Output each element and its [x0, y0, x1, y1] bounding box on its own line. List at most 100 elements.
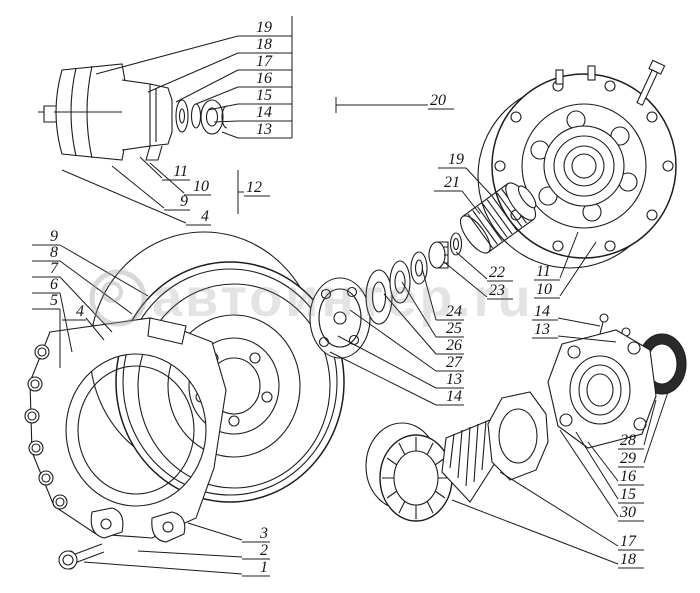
bearing-shell	[462, 183, 534, 253]
inner-sleeve	[517, 185, 537, 209]
callout-underlines	[532, 319, 558, 339]
stud-nut-bore	[30, 379, 40, 389]
hub-bore-ring	[563, 145, 605, 187]
callout-label: 4	[201, 208, 209, 225]
callout-label: 11	[173, 163, 188, 180]
callout-label: 13	[446, 371, 462, 388]
gasket	[487, 391, 549, 481]
washer-bore	[178, 108, 186, 124]
hub-flange-assembly	[547, 313, 687, 449]
watermark-logo-dot	[101, 281, 123, 303]
spacer-ring	[190, 103, 202, 129]
leader-line-group	[329, 267, 437, 406]
small-bearing-bore	[205, 107, 219, 127]
callout-label: 3	[259, 525, 268, 542]
stud-nut	[24, 408, 40, 424]
callout-label: 9	[50, 228, 58, 245]
hub-bore	[571, 153, 597, 179]
stud-nut	[38, 470, 54, 486]
watermark-logo	[89, 269, 147, 327]
callout-label: 14	[534, 303, 550, 320]
callout-label: 21	[444, 174, 460, 191]
bracket-opening-rim	[77, 365, 195, 495]
stud-nut-bore	[37, 347, 47, 357]
callout-label: 10	[193, 178, 209, 195]
lug-hole	[162, 521, 174, 533]
washer	[175, 99, 189, 133]
drum-face-ring	[167, 314, 301, 458]
callout-label: 4	[76, 303, 84, 320]
callout-underlines-mid	[436, 319, 464, 406]
bolt-hole	[662, 160, 674, 172]
bolt-hole	[494, 160, 506, 172]
callout-label: 15	[620, 486, 636, 503]
bolt-shaft	[636, 69, 659, 106]
callout-label: 8	[50, 244, 58, 261]
leader-line-group	[59, 244, 149, 368]
roller-bearing-inner	[393, 450, 439, 506]
bolt-hole	[646, 111, 658, 123]
thrust-washer-bore	[371, 281, 387, 313]
chamber-neck	[121, 79, 154, 151]
wheel-hub	[477, 59, 677, 269]
leader-line-group	[557, 317, 617, 343]
callout-underlines-left	[32, 244, 86, 321]
leader-line-group	[83, 522, 243, 575]
callout-label: 25	[446, 320, 462, 337]
bracket-fork	[145, 145, 163, 161]
callout-label: 14	[256, 104, 272, 121]
watermark-text: автоинтер.ru	[152, 268, 534, 328]
thrust-washer	[365, 269, 393, 325]
hub-stud	[555, 69, 564, 85]
callout-label: 30	[619, 504, 636, 521]
callout-label: 26	[446, 337, 462, 354]
hub-stud	[587, 65, 596, 81]
callout-label: 13	[534, 321, 550, 338]
callout-label: 9	[180, 193, 188, 210]
callout-label: 16	[620, 468, 636, 485]
retainer-ring-bore	[452, 237, 460, 251]
stud-nut-bore	[55, 497, 65, 507]
bolt-hole	[627, 341, 641, 355]
callout-underlines	[534, 279, 560, 299]
needle-bearing	[459, 182, 537, 254]
bolt-hole	[604, 240, 616, 252]
bolt-hole	[320, 288, 332, 300]
stud-nut	[34, 344, 50, 360]
gasket-bore	[498, 408, 538, 464]
hex-nut	[58, 550, 78, 570]
callout-underlines-right	[618, 448, 644, 522]
callout-underlines	[487, 280, 513, 300]
watermark: автоинтер.ru	[89, 268, 534, 328]
leader-line-group	[451, 471, 619, 565]
callout-label: 19	[448, 151, 464, 168]
hub-boss-ring	[553, 135, 615, 197]
anchor-bracket	[24, 317, 227, 570]
bolt-head	[599, 313, 609, 323]
callout-underlines-bottom	[242, 541, 270, 577]
stud-nut	[52, 494, 68, 510]
callout-underlines	[434, 167, 466, 192]
bolt-hole	[261, 391, 273, 403]
leader-lines	[32, 16, 669, 577]
spring-lug	[90, 507, 124, 539]
callout-label: 27	[446, 354, 463, 371]
bolt-hole	[552, 240, 564, 252]
leader-line-group	[559, 231, 597, 297]
flange-collar-ring	[578, 364, 622, 416]
bolt-hole	[318, 336, 330, 348]
callout-label: 19	[256, 19, 272, 36]
lock-washer	[410, 251, 428, 285]
stud-nut	[27, 376, 43, 392]
hub-bolt	[636, 59, 666, 106]
stud-nut-bore	[27, 411, 37, 421]
callout-label: 7	[50, 260, 59, 277]
small-bearing	[200, 99, 224, 135]
bolt-hole	[646, 209, 658, 221]
callout-label: 17	[256, 53, 273, 70]
lug-hole	[100, 518, 112, 530]
leader-line-group	[95, 35, 239, 139]
bolt-hole	[633, 417, 647, 431]
